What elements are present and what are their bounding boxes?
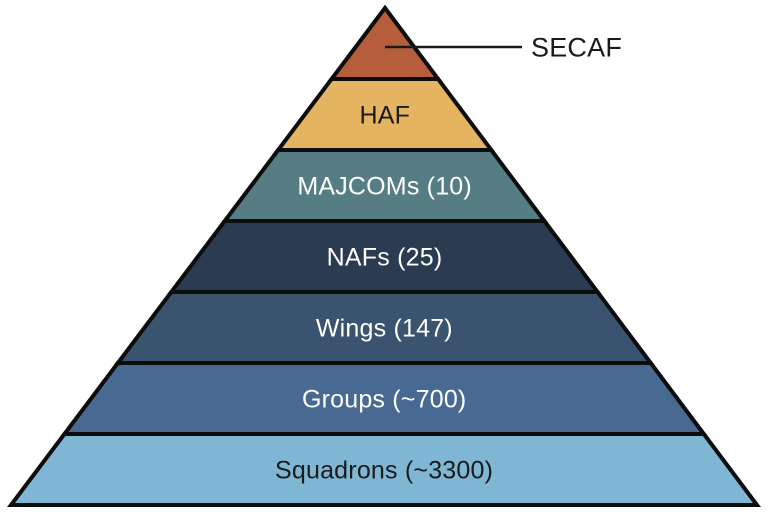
pyramid-level-label-wings: Wings (147) [316, 314, 453, 342]
pyramid-level-label-majcoms: MAJCOMs (10) [297, 172, 472, 200]
callout-label-secaf: SECAF [531, 32, 622, 62]
pyramid-level-label-haf: HAF [359, 101, 410, 129]
callout-group: SECAF [385, 32, 622, 62]
pyramid-level-secaf [327, 4, 443, 81]
pyramid-level-label-squadrons: Squadrons (~3300) [275, 456, 493, 484]
pyramid-level-label-groups: Groups (~700) [302, 385, 467, 413]
pyramid-levels-group: HAF MAJCOMs (10) NAFs (25) Wings (147) Group… [6, 4, 761, 507]
pyramid-level-squadrons [6, 432, 761, 507]
pyramid-level-label-nafs: NAFs (25) [327, 243, 443, 271]
